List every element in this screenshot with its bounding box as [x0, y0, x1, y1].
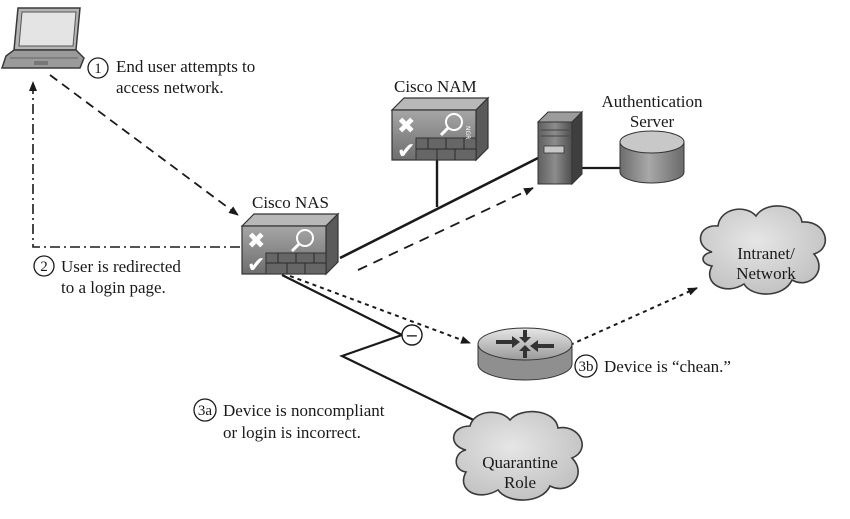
magnifier-icon [439, 113, 463, 137]
server-icon [536, 110, 584, 186]
step-1-line1: End user attempts to [116, 57, 255, 76]
minus-symbol: − [405, 326, 418, 345]
step-3b-number: 3b [579, 359, 594, 375]
step-3a: 3a Device is noncompliant or login is in… [193, 398, 385, 442]
intranet-label-line2: Network [736, 264, 796, 283]
path-redirect-line [29, 81, 240, 248]
cloud-icon [452, 410, 583, 501]
check-icon: ✔ [397, 139, 415, 164]
step-3a-line1: Device is noncompliant [223, 401, 385, 420]
step-1-line2: access network. [116, 78, 224, 97]
path-intranet-line [569, 287, 698, 346]
nam-label: Cisco NAM [394, 77, 477, 96]
path-request-line [49, 74, 239, 216]
check-icon: ✔ [247, 253, 265, 278]
quarantine-label-line1: Quarantine [482, 453, 558, 472]
x-icon: ✖ [247, 229, 265, 254]
cloud-icon [699, 205, 826, 295]
step-1: 1 End user attempts to access network. [87, 57, 255, 97]
path-auth-line [357, 187, 534, 271]
step-2-line2: to a login page. [61, 278, 166, 297]
step-1-number: 1 [94, 61, 102, 77]
intranet-label-line1: Intranet/ [737, 244, 795, 263]
step-3a-number: 3a [198, 403, 213, 419]
step-3a-line2: or login is incorrect. [223, 423, 361, 442]
firewall-icon: ✖ ✔ [240, 212, 340, 278]
step-2-line1: User is redirected [61, 257, 181, 276]
auth-server-label-line2: Server [630, 112, 675, 131]
database-icon [619, 130, 685, 184]
step-3b: 3b Device is “chean.” [574, 354, 731, 378]
step-3b-text: Device is “chean.” [604, 357, 731, 376]
step-2-number: 2 [40, 259, 48, 275]
firewall-icon: ✖ ✔ NGR [390, 96, 490, 164]
path-quarantine-line [281, 274, 489, 428]
laptop-icon [0, 7, 85, 69]
quarantine-label-line2: Role [504, 473, 536, 492]
nam-badge: NGR [464, 126, 471, 139]
auth-server-label-line1: Authentication [601, 92, 703, 111]
link-nas-server [339, 156, 539, 260]
nas-label: Cisco NAS [252, 193, 329, 212]
step-2: 2 User is redirected to a login page. [33, 255, 181, 297]
router-icon [477, 327, 573, 381]
x-icon: ✖ [397, 114, 415, 139]
minus-indicator: − [401, 324, 423, 346]
magnifier-icon [290, 229, 314, 253]
path-router-line [289, 275, 471, 344]
